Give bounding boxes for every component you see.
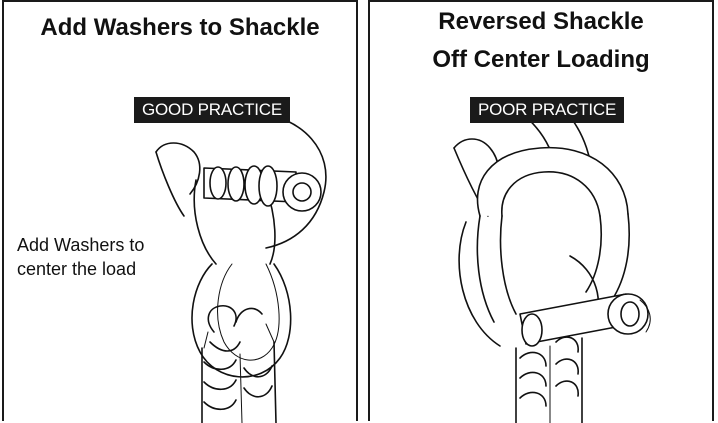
good-practice-badge: GOOD PRACTICE bbox=[134, 97, 290, 123]
poor-practice-badge: POOR PRACTICE bbox=[470, 97, 624, 123]
washers-note-line2: center the load bbox=[17, 257, 136, 281]
panel-poor-practice: Reversed Shackle Off Center Loading bbox=[368, 0, 714, 421]
shackle-with-washers-illustration bbox=[4, 2, 360, 423]
washers-note-line1: Add Washers to bbox=[17, 233, 144, 257]
panel-good-practice: Add Washers to Shackle bbox=[2, 0, 358, 421]
reversed-shackle-illustration bbox=[370, 2, 716, 423]
